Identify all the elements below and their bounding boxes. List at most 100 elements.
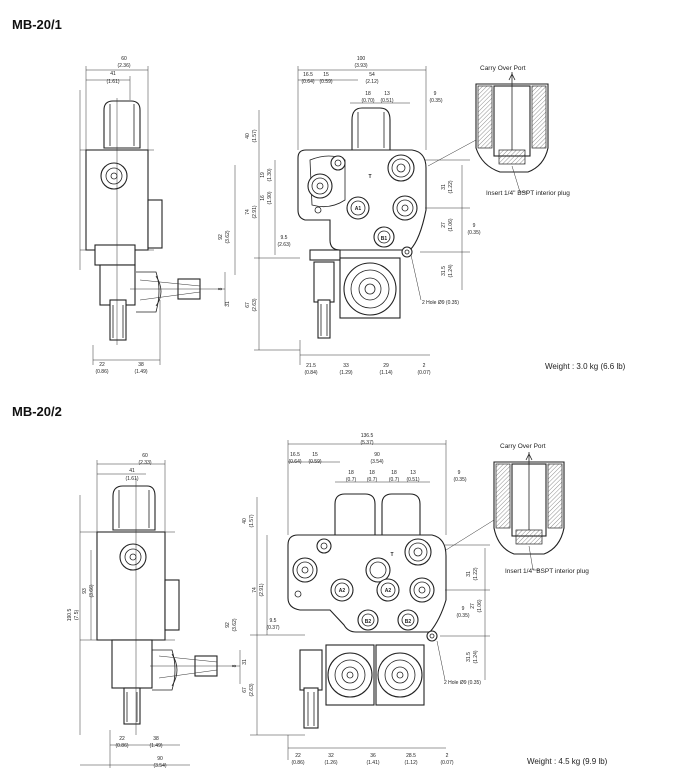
port-label-b2: B2	[405, 619, 412, 625]
dim-text: 100	[357, 56, 366, 62]
dim-text: (1.61)	[125, 476, 138, 482]
dim-text: 2	[423, 363, 426, 369]
dim-text: 31.5	[441, 266, 447, 276]
dim-text: (1.61)	[106, 79, 119, 85]
hole-note-mb-20-2: 2 Hole Ø9 (0.35)	[444, 680, 481, 686]
dim-text: (1.49)	[149, 743, 162, 749]
dim-text: (3.66)	[89, 584, 95, 597]
dim-text: (0.07)	[440, 760, 453, 766]
dim-text: (1.30)	[267, 168, 273, 181]
dim-text: (0.35)	[429, 98, 442, 104]
dim-text: (0.59)	[319, 79, 332, 85]
dim-text: (3.54)	[370, 459, 383, 465]
dim-text: (2.33)	[138, 460, 151, 466]
dim-text: 36	[370, 753, 376, 759]
dim-text: (2.63)	[252, 298, 258, 311]
dim-text: 16	[260, 195, 266, 201]
dim-text: (3.93)	[354, 63, 367, 69]
front-view-mb-20-1	[254, 66, 470, 365]
dim-text: (3.62)	[232, 618, 238, 631]
dim-text: (0.35)	[453, 477, 466, 483]
dim-text: (1.24)	[448, 264, 454, 277]
dim-text: (0.7)	[346, 477, 357, 483]
dim-text: 18	[365, 91, 371, 97]
dim-text: (0.7)	[389, 477, 400, 483]
dim-text: (1.12)	[404, 760, 417, 766]
dim-text: 9	[473, 223, 476, 229]
dim-text: (1.29)	[339, 370, 352, 376]
dim-text: 92	[218, 234, 224, 240]
dim-text: (2.12)	[365, 79, 378, 85]
dim-text: (1.22)	[448, 180, 454, 193]
dim-text: 40	[242, 518, 248, 524]
dim-text: 33	[343, 363, 349, 369]
dim-text: (0.70)	[361, 98, 374, 104]
dim-text: (0.59)	[308, 459, 321, 465]
dim-text: 27	[470, 603, 476, 609]
dim-text: 38	[153, 736, 159, 742]
dim-text: 9.5	[270, 618, 277, 624]
hole-note-mb-20-1: 2 Hole Ø9 (0.35)	[422, 300, 459, 306]
dim-text: 15	[323, 72, 329, 78]
dim-text: (1.90)	[267, 191, 273, 204]
dim-text: (1.41)	[366, 760, 379, 766]
dim-text: 22	[99, 362, 105, 368]
dim-text: 136.5	[361, 433, 374, 439]
front-dims-mb-20-2: 136.5 (5.37) 16.5 (0.64) 15 (0.59) 90 (3…	[225, 433, 483, 766]
dim-text: (0.07)	[417, 370, 430, 376]
port-label-t: T	[368, 174, 371, 180]
dim-text: 16.5	[303, 72, 313, 78]
dim-text: 93	[82, 588, 88, 594]
dim-text: (1.24)	[473, 650, 479, 663]
dim-text: 60	[142, 453, 148, 459]
dim-text: 29	[383, 363, 389, 369]
dim-text: (0.35)	[456, 613, 469, 619]
dim-text: (2.91)	[252, 205, 258, 218]
dim-text: (7.5)	[74, 610, 80, 621]
dim-text: 32	[328, 753, 334, 759]
dim-text: (1.06)	[448, 218, 454, 231]
side-view-mb-20-1	[79, 66, 236, 365]
dim-text: 18	[369, 470, 375, 476]
dim-text: 28.5	[406, 753, 416, 759]
carry-over-port-title: Carry Over Port	[480, 65, 526, 72]
dim-text: (0.7)	[367, 477, 378, 483]
dim-text: 31	[242, 659, 248, 665]
dim-text: 13	[410, 470, 416, 476]
dim-text: (2.63)	[277, 242, 290, 248]
dim-text: 27	[441, 222, 447, 228]
dim-text: 2	[446, 753, 449, 759]
dim-text: (0.86)	[95, 369, 108, 375]
dim-text: (0.35)	[467, 230, 480, 236]
dim-text: (5.37)	[360, 440, 373, 446]
dim-text: (1.49)	[134, 369, 147, 375]
dim-text: (1.06)	[477, 599, 483, 612]
carry-over-port-title: Carry Over Port	[500, 443, 546, 450]
dim-text: (1.57)	[252, 129, 258, 142]
port-label-a1: A1	[355, 206, 362, 212]
dim-text: (0.37)	[266, 625, 279, 631]
dim-text: (0.51)	[380, 98, 393, 104]
dim-text: (0.64)	[288, 459, 301, 465]
dim-text: (2.36)	[117, 63, 130, 69]
port-label-b2: B2	[365, 619, 372, 625]
dim-text: 31	[225, 301, 231, 307]
dim-text: 31.5	[466, 652, 472, 662]
dim-text: 8	[232, 664, 238, 667]
side-dims-mb-20-1: 60 (2.36) 41 (1.61) 92 (3.62) 8 31 22 (0…	[95, 56, 231, 375]
plug-note: Insert 1/4" BSPT interior plug	[505, 568, 589, 575]
weight-mb-20-2: Weight : 4.5 kg (9.9 lb)	[527, 757, 608, 766]
dim-text: 13	[384, 91, 390, 97]
dim-text: 21.5	[306, 363, 316, 369]
dim-text: 90	[157, 756, 163, 762]
dim-text: 15	[312, 452, 318, 458]
port-label-t: T	[390, 552, 393, 558]
dim-text: (0.64)	[301, 79, 314, 85]
dim-text: (1.14)	[379, 370, 392, 376]
plug-note: Insert 1/4" BSPT interior plug	[486, 190, 570, 197]
front-view-mb-20-2	[250, 440, 490, 760]
dim-text: 67	[242, 687, 248, 693]
dim-text: (1.57)	[249, 514, 255, 527]
dim-text: 9	[458, 470, 461, 476]
